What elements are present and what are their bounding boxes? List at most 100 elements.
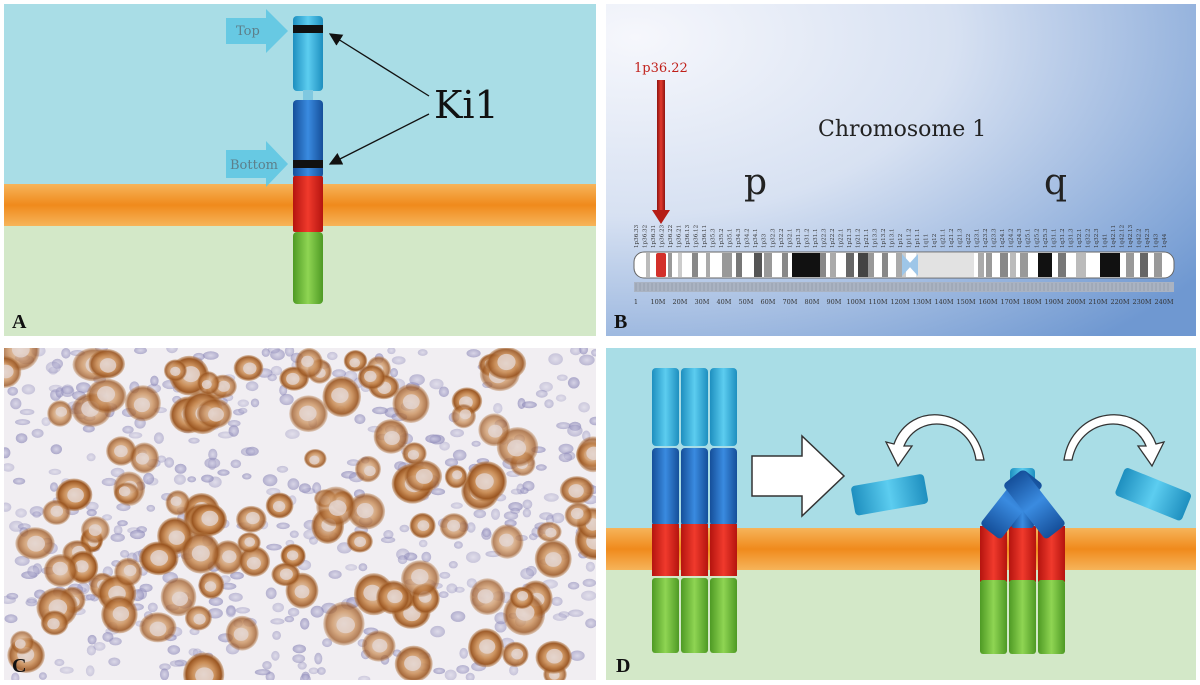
nucleus: [399, 524, 410, 533]
nucleus: [425, 434, 442, 444]
scale-label: 200M: [1066, 298, 1085, 306]
nucleus: [438, 591, 449, 598]
panel-letter-c: C: [12, 655, 26, 677]
band-label: 1p32.2: [779, 228, 785, 248]
band-label: 1p22.1: [838, 228, 844, 248]
stained-cell: [485, 348, 527, 380]
nucleus: [409, 374, 425, 386]
nucleus: [271, 650, 280, 661]
nucleus: [15, 433, 28, 444]
stained-cell: [355, 455, 381, 483]
stained-cell: [535, 640, 572, 674]
ki1-epitope-bottom: [293, 160, 323, 168]
nucleus: [270, 365, 283, 376]
band-label: 1q31.3: [1068, 228, 1074, 248]
nucleus: [473, 509, 487, 519]
band-label: 1p36.31: [651, 225, 657, 248]
nucleus: [535, 464, 547, 471]
stained-cell: [184, 605, 212, 631]
band-label: 1q21.2: [949, 228, 955, 248]
nucleus: [591, 349, 596, 357]
stained-cell: [10, 630, 35, 655]
band-label: 1q23.1: [975, 228, 981, 248]
stained-cell: [490, 524, 524, 559]
nucleus: [279, 393, 294, 406]
panel-a: Top Bottom Ki1 A: [4, 4, 596, 336]
nucleus: [555, 394, 567, 402]
stained-cell: [536, 521, 562, 542]
bottom-label: Bottom: [230, 158, 278, 173]
nucleus: [204, 457, 221, 469]
nucleus: [421, 551, 432, 563]
band-label: 1q41: [1102, 234, 1108, 248]
curved-arrow-left-icon: [884, 414, 985, 468]
nucleus: [261, 348, 270, 357]
stained-cell: [534, 539, 572, 578]
band-label: 1p36.21: [677, 225, 683, 248]
nucleus: [466, 551, 481, 563]
stained-cell: [165, 490, 191, 516]
nucleus: [345, 564, 358, 571]
nucleus: [254, 669, 271, 676]
receptor-chain: [710, 368, 737, 653]
nucleus: [93, 642, 106, 651]
band-label: 1q32.1: [1077, 228, 1083, 248]
nucleus: [85, 665, 95, 677]
nucleus: [13, 477, 26, 485]
nucleus: [4, 502, 12, 512]
band-label: 1p35.2: [719, 228, 725, 248]
scale-label: 100M: [846, 298, 865, 306]
nucleus: [452, 449, 467, 461]
cd30-molecule: [293, 16, 323, 304]
nucleus: [45, 361, 61, 374]
nucleus: [322, 638, 333, 648]
nucleus: [372, 406, 388, 415]
stained-cell: [444, 465, 468, 489]
nucleus: [32, 511, 42, 518]
stained-cell: [469, 578, 506, 615]
middle-domain: [293, 100, 323, 178]
band-label: 1q42.3: [1145, 228, 1151, 248]
stained-cell: [238, 546, 271, 577]
nucleus: [262, 474, 278, 487]
nucleus: [544, 399, 554, 409]
scale-label: 150M: [956, 298, 975, 306]
nucleus: [4, 447, 11, 459]
scale-label: 40M: [717, 298, 732, 306]
stained-cell: [197, 371, 220, 395]
locus-arrow-icon: [652, 80, 670, 224]
scale-label: 170M: [1000, 298, 1019, 306]
nucleus: [173, 474, 186, 485]
nucleus: [446, 583, 458, 594]
stained-cell: [279, 366, 309, 391]
ki1-pointer-bottom: [328, 113, 430, 165]
nucleus: [292, 644, 306, 654]
stained-cell: [180, 532, 221, 574]
nucleus: [417, 349, 428, 356]
stained-cell: [502, 641, 529, 668]
stained-cell: [478, 413, 511, 447]
band-label: 1p35.1: [728, 228, 734, 248]
cytoplasmic-domain: [293, 232, 323, 304]
nucleus: [9, 520, 24, 532]
nucleus: [510, 488, 522, 495]
scale-label: 70M: [783, 298, 798, 306]
panel-d: D: [606, 348, 1196, 680]
stained-cell: [304, 449, 327, 469]
scale-label: 60M: [761, 298, 776, 306]
panel-d-diagram: D: [606, 348, 1196, 680]
nucleus: [230, 571, 244, 580]
nucleus: [358, 675, 371, 680]
band-label: 1q42.12: [1119, 224, 1125, 248]
ki1-label: Ki1: [434, 83, 499, 127]
nucleus: [120, 550, 130, 558]
stained-cell: [346, 530, 373, 553]
scale-label: 130M: [912, 298, 931, 306]
nucleus: [439, 441, 450, 451]
domain-linker: [303, 90, 313, 102]
scale-label: 160M: [978, 298, 997, 306]
nucleus: [76, 382, 91, 393]
scale-label: 240M: [1154, 298, 1173, 306]
